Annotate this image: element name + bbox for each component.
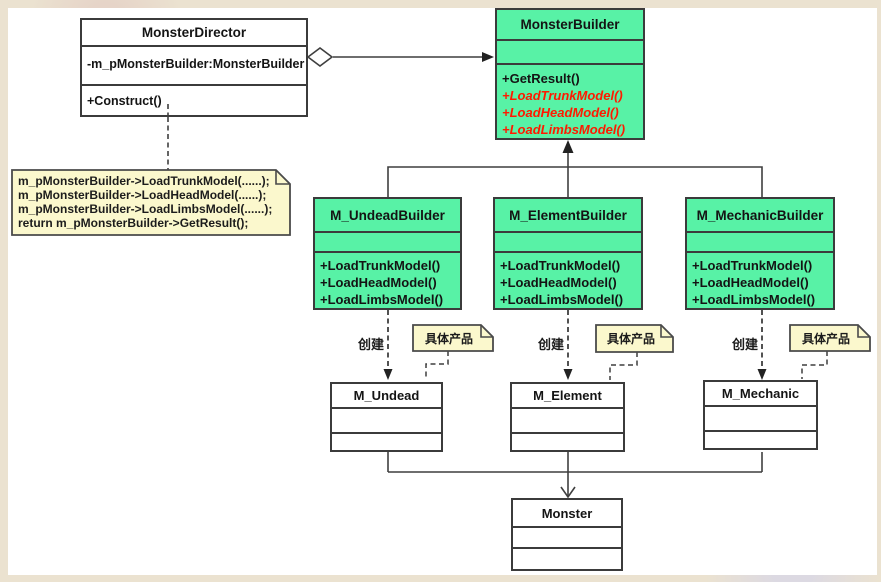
method: +GetResult() <box>502 71 580 86</box>
note-line: m_pMonsterBuilder->LoadLimbsModel(......… <box>18 202 273 216</box>
attributes-compartment: -m_pMonsterBuilder:MonsterBuilder <box>82 45 306 84</box>
attributes-compartment <box>512 407 623 432</box>
attributes-compartment <box>332 407 441 432</box>
attributes-compartment <box>497 38 643 63</box>
class-title: M_Undead <box>353 388 420 403</box>
class-monster: Monster <box>511 498 623 571</box>
method: +LoadTrunkModel() <box>500 258 621 273</box>
attributes-compartment <box>687 231 833 251</box>
attributes-compartment <box>315 231 460 251</box>
class-title: M_MechanicBuilder <box>696 207 824 223</box>
class-monster-director: MonsterDirector -m_pMonsterBuilder:Monst… <box>80 18 308 117</box>
methods-compartment <box>705 430 816 448</box>
create-label-element: 创建 <box>537 337 564 352</box>
methods-compartment: +LoadTrunkModel() +LoadHeadModel() +Load… <box>315 251 460 308</box>
methods-compartment <box>512 432 623 450</box>
class-m-mechanic: M_Mechanic <box>703 380 818 450</box>
method: +Construct() <box>87 94 162 108</box>
abstract-method: +LoadHeadModel() <box>502 105 619 120</box>
class-m-element: M_Element <box>510 382 625 452</box>
methods-compartment <box>332 432 441 450</box>
class-title: MonsterDirector <box>141 25 247 40</box>
methods-compartment <box>513 547 621 569</box>
class-mechanic-builder: M_MechanicBuilder +LoadTrunkModel() +Loa… <box>685 197 835 310</box>
method: +LoadHeadModel() <box>320 275 437 290</box>
construct-note-text: m_pMonsterBuilder->LoadTrunkModel(......… <box>18 174 284 230</box>
product-note-undead: 具体产品 <box>424 331 473 346</box>
abstract-method: +LoadLimbsModel() <box>502 122 626 137</box>
method: +LoadLimbsModel() <box>692 292 816 307</box>
class-title: M_Mechanic <box>721 386 800 401</box>
attributes-compartment <box>495 231 641 251</box>
methods-compartment: +LoadTrunkModel() +LoadHeadModel() +Load… <box>687 251 833 308</box>
abstract-method: +LoadTrunkModel() <box>502 88 623 103</box>
class-title: MonsterBuilder <box>520 16 620 32</box>
method: +LoadHeadModel() <box>500 275 617 290</box>
product-note-element: 具体产品 <box>606 332 655 346</box>
class-monster-builder: MonsterBuilder +GetResult() +LoadTrunkMo… <box>495 8 645 140</box>
methods-compartment: +LoadTrunkModel() +LoadHeadModel() +Load… <box>495 251 641 308</box>
note-line: m_pMonsterBuilder->LoadTrunkModel(......… <box>18 174 270 188</box>
class-m-undead: M_Undead <box>330 382 443 452</box>
create-label-mechanic: 创建 <box>731 337 758 352</box>
class-element-builder: M_ElementBuilder +LoadTrunkModel() +Load… <box>493 197 643 310</box>
methods-compartment: +Construct() <box>82 84 306 115</box>
method: +LoadLimbsModel() <box>320 292 444 307</box>
methods-compartment: +GetResult() +LoadTrunkModel() +LoadHead… <box>497 63 643 138</box>
class-undead-builder: M_UndeadBuilder +LoadTrunkModel() +LoadH… <box>313 197 462 310</box>
method: +LoadHeadModel() <box>692 275 809 290</box>
method: +LoadLimbsModel() <box>500 292 624 307</box>
attribute: -m_pMonsterBuilder:MonsterBuilder <box>87 57 305 71</box>
class-title: Monster <box>541 505 593 521</box>
class-title: M_UndeadBuilder <box>330 207 445 223</box>
class-title: M_Element <box>533 388 602 403</box>
note-line: return m_pMonsterBuilder->GetResult(); <box>18 216 249 230</box>
attributes-compartment <box>513 526 621 547</box>
note-line: m_pMonsterBuilder->LoadHeadModel(......)… <box>18 188 267 202</box>
product-note-mechanic: 具体产品 <box>801 331 850 346</box>
method: +LoadTrunkModel() <box>320 258 441 273</box>
class-title: M_ElementBuilder <box>509 207 627 223</box>
method: +LoadTrunkModel() <box>692 258 813 273</box>
create-label-undead: 创建 <box>357 337 384 352</box>
attributes-compartment <box>705 405 816 430</box>
